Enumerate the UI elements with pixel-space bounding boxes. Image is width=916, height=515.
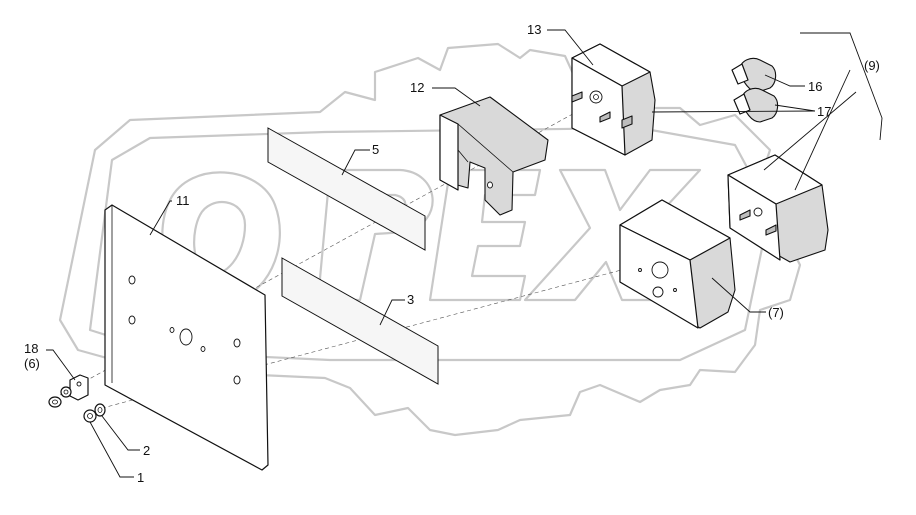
watermark-letter-e bbox=[428, 168, 542, 302]
callout-18: 18 bbox=[24, 341, 38, 356]
part-7-front-lamp-housing bbox=[619, 199, 736, 329]
callout-9: (9) bbox=[864, 58, 880, 73]
callout-11: 11 bbox=[176, 193, 190, 208]
part-3-gasket-sheet bbox=[281, 257, 439, 385]
watermark-gear-outline bbox=[58, 42, 802, 437]
part-16-bulb bbox=[731, 57, 777, 93]
callout-6: (6) bbox=[24, 356, 40, 371]
leader-lines bbox=[46, 29, 883, 478]
callout-2: 2 bbox=[143, 443, 150, 458]
callout-3: 3 bbox=[407, 292, 414, 307]
part-18-clip-bracket bbox=[69, 374, 89, 401]
callout-labels: 13 12 11 5 3 16 17 (9) (7) 18 (6) 2 1 bbox=[24, 22, 880, 485]
part-2-washer bbox=[94, 403, 106, 417]
part-13-lamp-housing bbox=[571, 43, 656, 156]
part-9-rear-lamp-housing bbox=[727, 154, 829, 263]
callout-13: 13 bbox=[527, 22, 541, 37]
fastener-nuts bbox=[48, 386, 72, 408]
callout-1: 1 bbox=[137, 470, 144, 485]
part-17-bulb bbox=[733, 87, 779, 123]
part-1-nut bbox=[83, 409, 97, 423]
part-12-bracket-cover bbox=[439, 96, 549, 216]
part-5-gasket-sheet bbox=[267, 127, 426, 251]
callout-5: 5 bbox=[372, 142, 379, 157]
callout-12: 12 bbox=[410, 80, 424, 95]
part-11-mounting-plate bbox=[104, 204, 269, 471]
callout-16: 16 bbox=[808, 79, 822, 94]
callout-17: 17 bbox=[817, 104, 831, 119]
callout-7: (7) bbox=[768, 305, 784, 320]
